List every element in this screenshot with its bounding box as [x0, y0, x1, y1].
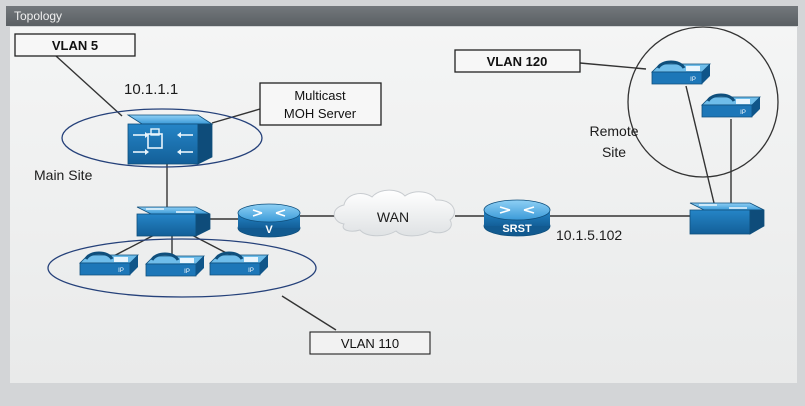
- vlan110-ellipse: [47, 238, 317, 298]
- voice-router-icon: V: [237, 203, 301, 238]
- vlan110-label: VLAN 110: [341, 336, 399, 351]
- wan-label: WAN: [377, 209, 409, 225]
- router-v-label: V: [265, 224, 273, 236]
- vlan5-label: VLAN 5: [52, 38, 98, 53]
- remote-switch-icon: [689, 202, 765, 235]
- vlan120-label-box: VLAN 120: [454, 49, 581, 73]
- link-remote-phone1: [685, 85, 715, 204]
- ip-phone-icon: IP: [701, 93, 761, 118]
- remote-site-label-line2: Site: [602, 144, 626, 160]
- srst-label: SRST: [502, 223, 532, 235]
- moh-server-icon: [126, 114, 214, 165]
- window-title: Topology: [6, 6, 798, 26]
- moh-label-box: Multicast MOH Server: [259, 82, 382, 126]
- vlan5-label-box: VLAN 5: [14, 33, 136, 57]
- pointer-moh-label: [211, 108, 261, 124]
- moh-label-line2: MOH Server: [284, 106, 357, 121]
- vlan5-ellipse: [61, 108, 263, 168]
- phone-ip-tag: IP: [184, 269, 190, 275]
- phone-ip-tag: IP: [118, 268, 124, 274]
- phone-ip-tag: IP: [740, 110, 746, 116]
- pointer-vlan5: [55, 55, 123, 117]
- vlan120-circle: [627, 26, 779, 178]
- remote-site-label-line1: Remote: [589, 123, 638, 139]
- ip-phone-icon: IP: [79, 251, 139, 276]
- ip-phone-icon: IP: [209, 251, 269, 276]
- vlan120-label: VLAN 120: [487, 54, 548, 69]
- phone-ip-tag: IP: [248, 268, 254, 274]
- wan-cloud: WAN: [333, 189, 455, 237]
- ip-phone-icon: IP: [651, 60, 711, 85]
- srst-router-icon: SRST: [483, 199, 551, 237]
- main-site-label: Main Site: [34, 167, 93, 183]
- phone-ip-tag: IP: [690, 77, 696, 83]
- moh-label-line1: Multicast: [294, 88, 346, 103]
- vlan110-label-box: VLAN 110: [309, 331, 431, 355]
- srst-ip-label: 10.1.5.102: [556, 227, 622, 243]
- links: [55, 55, 732, 331]
- moh-ip-label: 10.1.1.1: [124, 81, 178, 98]
- ip-phone-icon: IP: [145, 252, 205, 277]
- pointer-vlan110: [281, 295, 337, 331]
- main-switch-icon: [136, 206, 211, 237]
- pointer-vlan120: [579, 62, 647, 70]
